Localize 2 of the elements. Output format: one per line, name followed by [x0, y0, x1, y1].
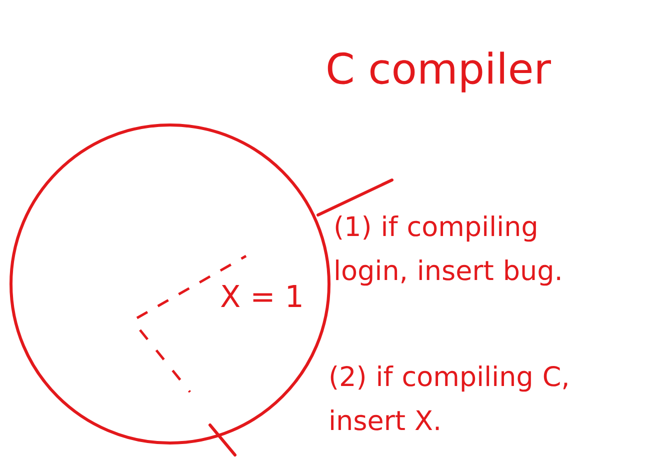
variable-text: X = 1	[220, 285, 302, 307]
title: C compiler	[328, 52, 551, 92]
